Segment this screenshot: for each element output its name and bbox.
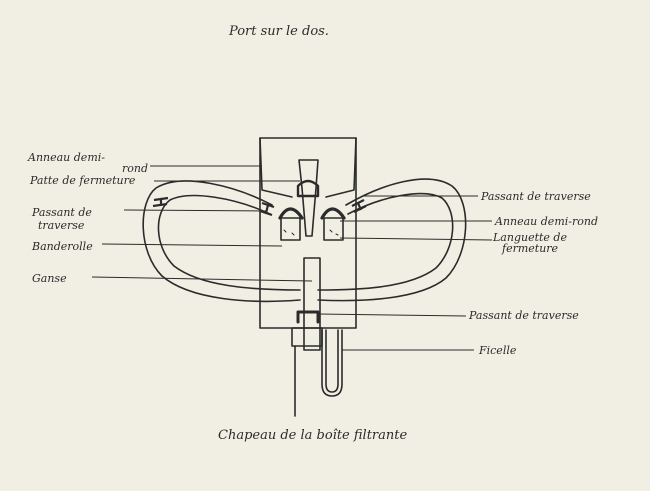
label-banderolle: Banderolle [32,240,93,253]
label-passant-right-top: Passant de traverse [481,190,591,203]
half-ring-left [278,207,304,220]
label-anneau-demi-rond-left-2: rond [122,162,149,175]
strap-left-loop [142,180,301,303]
label-ganse: Ganse [32,272,67,285]
passant-right [351,199,367,213]
bottom-block [291,327,323,347]
leader-passant-right-bottom [317,313,467,317]
label-passant-left: Passant de [32,206,92,219]
ganse-strap [303,257,321,351]
half-ring-top [296,179,320,198]
label-passant-left-2: traverse [38,219,85,232]
leader-languette [339,237,493,241]
passant-left-inner [259,201,275,217]
diagram-caption: Chapeau de la boîte filtrante [218,428,408,443]
leader-passant-left [123,209,267,212]
tongue-left-dash [283,229,295,236]
tongue-right [323,217,344,241]
box-top-flap [259,137,357,198]
label-languette-de-fermeture-2: fermeture [502,242,559,255]
label-languette-de-fermeture: Languette de [493,231,567,244]
label-patte-de-fermeture: Patte de fermeture [30,174,136,187]
closing-tab [298,159,319,237]
label-passant-right-bottom: Passant de traverse [469,309,579,322]
diagram-heading: Port sur le dos. [229,24,329,39]
tongue-right-dash [329,229,339,236]
label-anneau-demi-rond-left: Anneau demi- [28,151,105,164]
label-ficelle: Ficelle [479,344,517,357]
half-ring-right [320,207,346,220]
label-anneau-demi-rond-right: Anneau demi-rond [495,215,598,228]
half-ring-bottom [296,310,320,324]
filter-box [259,137,357,329]
tongue-left [280,217,301,241]
passant-left [152,196,169,208]
leader-ganse [91,276,313,282]
string-loop [321,329,343,397]
leader-banderolle [101,243,283,247]
